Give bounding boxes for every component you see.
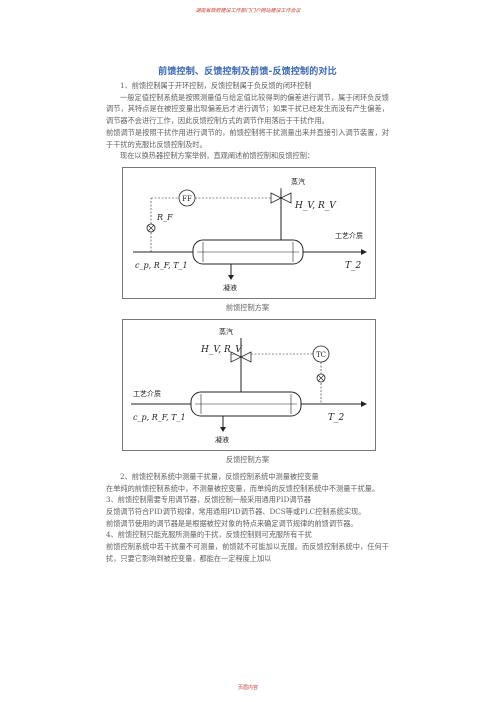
fb-inlet-label: 工艺介质 (133, 389, 161, 398)
ff-outlet-temp: T_2 (345, 261, 362, 271)
fb-outlet-temp: T_2 (328, 413, 345, 423)
ff-sensor-param: R_F (156, 213, 173, 222)
tc-controller-label: TC (316, 351, 326, 359)
page-footer: 页眉内容 (237, 685, 258, 691)
feedback-diagram: TC 蒸汽 H_V, R_V 工艺介质 c_p, R_F, T_1 T_2 凝液 (122, 318, 376, 451)
fb-steam-label: 蒸汽 (219, 327, 233, 336)
feedforward-diagram: FF 蒸汽 H_V, R_V R_F c_p, R_F, T_1 工艺介质 T_… (122, 166, 376, 299)
paragraph-measurement: 在单纯的前馈控制系统中，不测量被控变量，而单纯的反馈控制系统中不测量干扰量。 (106, 483, 380, 493)
ff-inlet-params: c_p, R_F, T_1 (135, 261, 188, 270)
feedback-caption: 反馈控制方案 (225, 454, 270, 464)
fb-valve-params: H_V, R_V (200, 345, 243, 355)
paragraph-feedforward-description: 前馈调节是按照干扰作用进行调节的，前馈控制将干扰测量出来并直接引入调节装置，对于… (106, 127, 389, 149)
paragraph-example-intro: 现在以换热器控制方案举例，直观阐述前馈控制和反馈控制： (120, 151, 315, 161)
fb-inlet-params: c_p, R_F, T_1 (133, 413, 186, 422)
section-4-heading: 4、前馈控制只能克服所测量的干扰，反馈控制则可克服所有干扰 (106, 530, 312, 540)
paragraph-ff-controller: 前馈调节使用的调节器是是根据被控对象的特点来确定调节规律的前馈调节器。 (106, 518, 358, 528)
paragraph-disturbance: 前馈控制系统中若干扰量不可测量，前馈就不可能加以克服。而反馈控制系统中，任何干扰… (106, 542, 389, 563)
feedforward-caption: 前馈控制方案 (225, 302, 270, 312)
section-3-heading: 3、前馈控制需要专用调节器，反馈控制一般采用通用PID调节器 (106, 495, 311, 505)
feedback-diagram-svg: TC 蒸汽 H_V, R_V 工艺介质 c_p, R_F, T_1 T_2 凝液 (131, 327, 367, 444)
fb-condensate-label: 凝液 (215, 435, 229, 444)
paragraph-pid: 反馈调节符合PID调节规律，常用通用PID调节器、DCS等或PLC控制系统实现。 (106, 507, 366, 517)
page-header: 湖南省政府建设工作部门门户网站建设工作会议 (195, 8, 301, 14)
ff-steam-label: 蒸汽 (291, 177, 305, 186)
ff-valve-params: H_V, R_V (294, 201, 337, 211)
ff-controller-label: FF (182, 195, 192, 203)
document-title: 前馈控制、反馈控制及前馈-反馈控制的对比 (158, 67, 337, 77)
document-body: 前馈控制、反馈控制及前馈-反馈控制的对比 1、前馈控制属于开环控制，反馈控制属于… (106, 64, 389, 565)
ff-outlet-label: 工艺介质 (335, 231, 363, 240)
section-2-heading: 2、前馈控制系统中测量干扰量，反馈控制系统中测量被控变量 (120, 471, 319, 481)
ff-condensate-label: 凝液 (223, 283, 237, 292)
section-1-heading: 1、前馈控制属于开环控制，反馈控制属于负反馈的闭环控制 (120, 81, 312, 90)
feedforward-diagram-svg: FF 蒸汽 H_V, R_V R_F c_p, R_F, T_1 工艺介质 T_… (133, 177, 367, 292)
paragraph-feedback-description: 一般定值控制系统是按照测量值与给定值比较得到的偏差进行调节，属于闭环负反馈调节，… (106, 92, 389, 126)
